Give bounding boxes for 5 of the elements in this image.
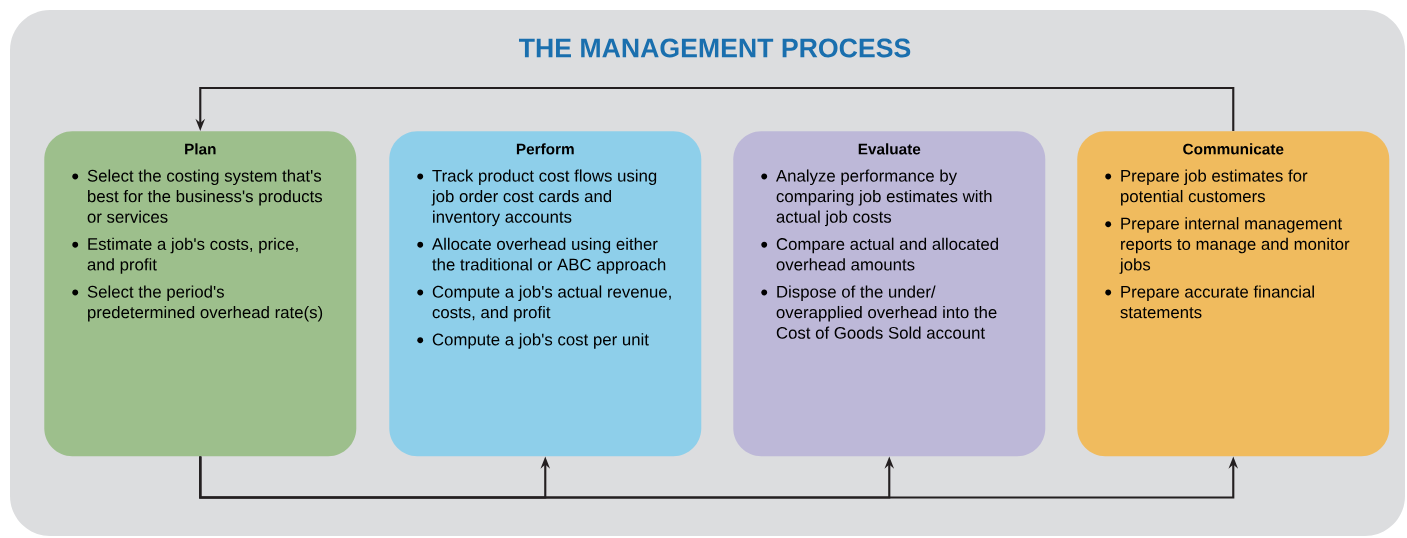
stage-box: Plan Select the costing system that's best for the business's products or services Estimate a job's costs, price, and profit Select the period's predetermined overhead rate(s): [44, 131, 357, 457]
stage-box: Evaluate Analyze performance by comparing job estimates with actual job costs Compare actual and allocated overhead amounts Dispose of the under/ overapplied overhead into the Cost of Goods Sold account: [733, 131, 1046, 457]
title: THE MANAGEMENT PROCESS: [519, 38, 911, 58]
stage-box: Perform Track product cost flows using job order cost cards and inventory accounts Allocate overhead using either the traditional or ABC approach Compute a job's actual revenue, costs, and profit Compute a job's cost per unit: [389, 131, 702, 457]
stage-box: Communicate Prepare job estimates for potential customers Prepare internal management reports to manage and monitor jobs Prepare accurate financial statements: [1077, 131, 1390, 457]
